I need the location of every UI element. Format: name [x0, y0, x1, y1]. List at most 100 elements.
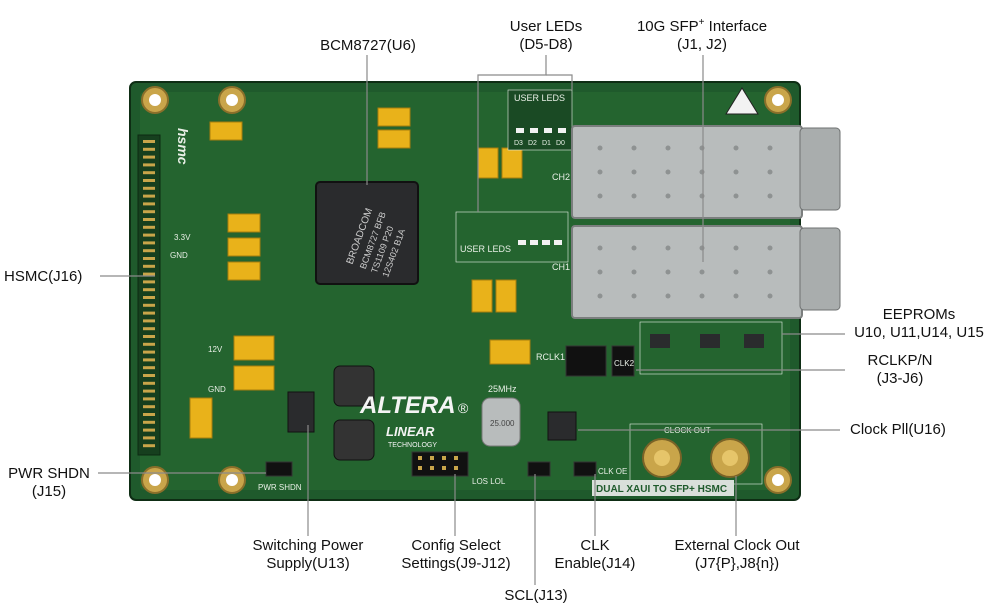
inductor: [333, 365, 375, 407]
linear-sub-logo: TECHNOLOGY: [388, 442, 437, 449]
cage-dimple: [665, 269, 671, 275]
leader-leds-b: [546, 74, 573, 90]
hsmc-pin: [143, 155, 155, 159]
mounting-hole-center: [149, 474, 161, 486]
led: [530, 240, 538, 245]
gnd1-label: GND: [170, 251, 188, 260]
callout-pwr-line1: PWR SHDN: [8, 465, 90, 482]
pin: [430, 456, 434, 460]
sfp-text-b: Interface: [704, 18, 768, 35]
callout-rclk-line1: RCLKP/N: [867, 352, 933, 369]
pin: [418, 466, 422, 470]
hsmc-pin: [143, 186, 155, 190]
hsmc-pin: [143, 194, 155, 198]
hsmc-pin: [143, 342, 155, 346]
eeprom-chip: [700, 334, 720, 348]
callout-bcm-line1: BCM8727(U6): [320, 37, 416, 54]
cage-dimple: [631, 145, 637, 151]
hsmc-pin: [143, 218, 155, 221]
cage-dimple: [733, 145, 739, 151]
callout-sfp-line2: (J1, J2): [676, 36, 727, 53]
ch2-label: CH2: [552, 172, 570, 182]
cage-dimple: [699, 193, 705, 199]
callout-pwr: PWR SHDN (J15): [0, 465, 98, 501]
mounting-holes: [141, 86, 792, 494]
sfp-port-ch1: [799, 227, 841, 311]
callout-leds-line1: User LEDs: [509, 18, 583, 35]
led: [544, 128, 552, 133]
led: [518, 240, 526, 245]
led-row-mid: [518, 240, 562, 245]
cage-dimple: [733, 193, 739, 199]
user-leds-mid-label: USER LEDS: [460, 244, 511, 254]
capacitor: [233, 365, 275, 391]
cage-dimple: [767, 269, 773, 275]
volt-12v-label: 12V: [208, 345, 223, 354]
rclk-header: [611, 345, 635, 377]
capacitor: [227, 213, 261, 233]
hsmc-pin: [143, 327, 155, 331]
pwr-shdn-jumper: [265, 461, 293, 477]
callout-config: Config Select Settings(J9-J12): [392, 537, 520, 573]
hsmc-pin: [143, 319, 155, 323]
callout-clk-line1: CLK: [580, 537, 610, 554]
cage-dimple: [597, 193, 603, 199]
cage-dimple: [767, 169, 773, 175]
led-digit-labels: D3 D2 D1 D0: [514, 140, 565, 147]
callout-eeprom-line1: EEPROMs: [882, 306, 956, 323]
cage-dimple: [597, 145, 603, 151]
pin: [430, 466, 434, 470]
hsmc-pin: [143, 381, 155, 385]
callout-eeprom: EEPROMs U10, U11,U14, U15: [842, 306, 996, 342]
hsmc-pin: [143, 335, 155, 338]
capacitor: [209, 121, 243, 141]
cage-dimple: [665, 145, 671, 151]
config-headers: [411, 451, 469, 477]
hsmc-pin: [143, 210, 155, 214]
pin: [454, 466, 458, 470]
hsmc-pin: [143, 249, 155, 253]
sma-connector-p-center: [654, 450, 670, 466]
config-jumper-pins: [418, 456, 458, 470]
led-row-top: [516, 128, 566, 133]
led-digit: D0: [556, 140, 565, 147]
cage-dimple: [631, 269, 637, 275]
callout-pll-line1: Clock Pll(U16): [850, 421, 946, 438]
callout-hsmc: HSMC(J16): [4, 268, 98, 286]
leader-lines: [98, 55, 845, 585]
cage-dimple: [699, 293, 705, 299]
led-digit: D2: [528, 140, 537, 147]
hsmc-pin: [143, 202, 155, 206]
capacitor: [377, 129, 411, 149]
rclk-header: [565, 345, 607, 377]
cage-dimple: [665, 193, 671, 199]
hsmc-pin: [143, 288, 155, 292]
hsmc-pin: [143, 241, 155, 245]
mounting-hole-center: [226, 94, 238, 106]
capacitor: [489, 339, 531, 365]
sfp-port-ch2: [799, 127, 841, 211]
hsmc-pin: [143, 163, 155, 167]
callout-pll: Clock Pll(U16): [850, 421, 980, 439]
callout-switching-line1: Switching Power: [252, 537, 364, 554]
cage-dimple: [767, 145, 773, 151]
cage-dimple: [631, 193, 637, 199]
dual-label: DUAL XAUI TO SFP+ HSMC: [596, 484, 727, 495]
led-digit: D1: [542, 140, 551, 147]
inductor: [333, 419, 375, 461]
pwr-shdn-label: PWR SHDN: [258, 483, 302, 492]
callout-rclk-line2: (J3-J6): [876, 370, 924, 387]
cage-dimple: [699, 145, 705, 151]
cage-dimple: [597, 169, 603, 175]
mounting-hole-center: [772, 94, 784, 106]
hsmc-pins: [143, 140, 155, 448]
mounting-hole-center: [772, 474, 784, 486]
clk-enable-jumper: [573, 461, 597, 477]
callout-eeprom-line2: U10, U11,U14, U15: [854, 324, 984, 341]
led-digit: D3: [514, 140, 523, 147]
callout-pwr-line2: (J15): [31, 483, 67, 500]
callout-bcm: BCM8727(U6): [306, 37, 430, 55]
cage-dimple: [699, 245, 705, 251]
clk2-label: CLK2: [614, 359, 635, 368]
